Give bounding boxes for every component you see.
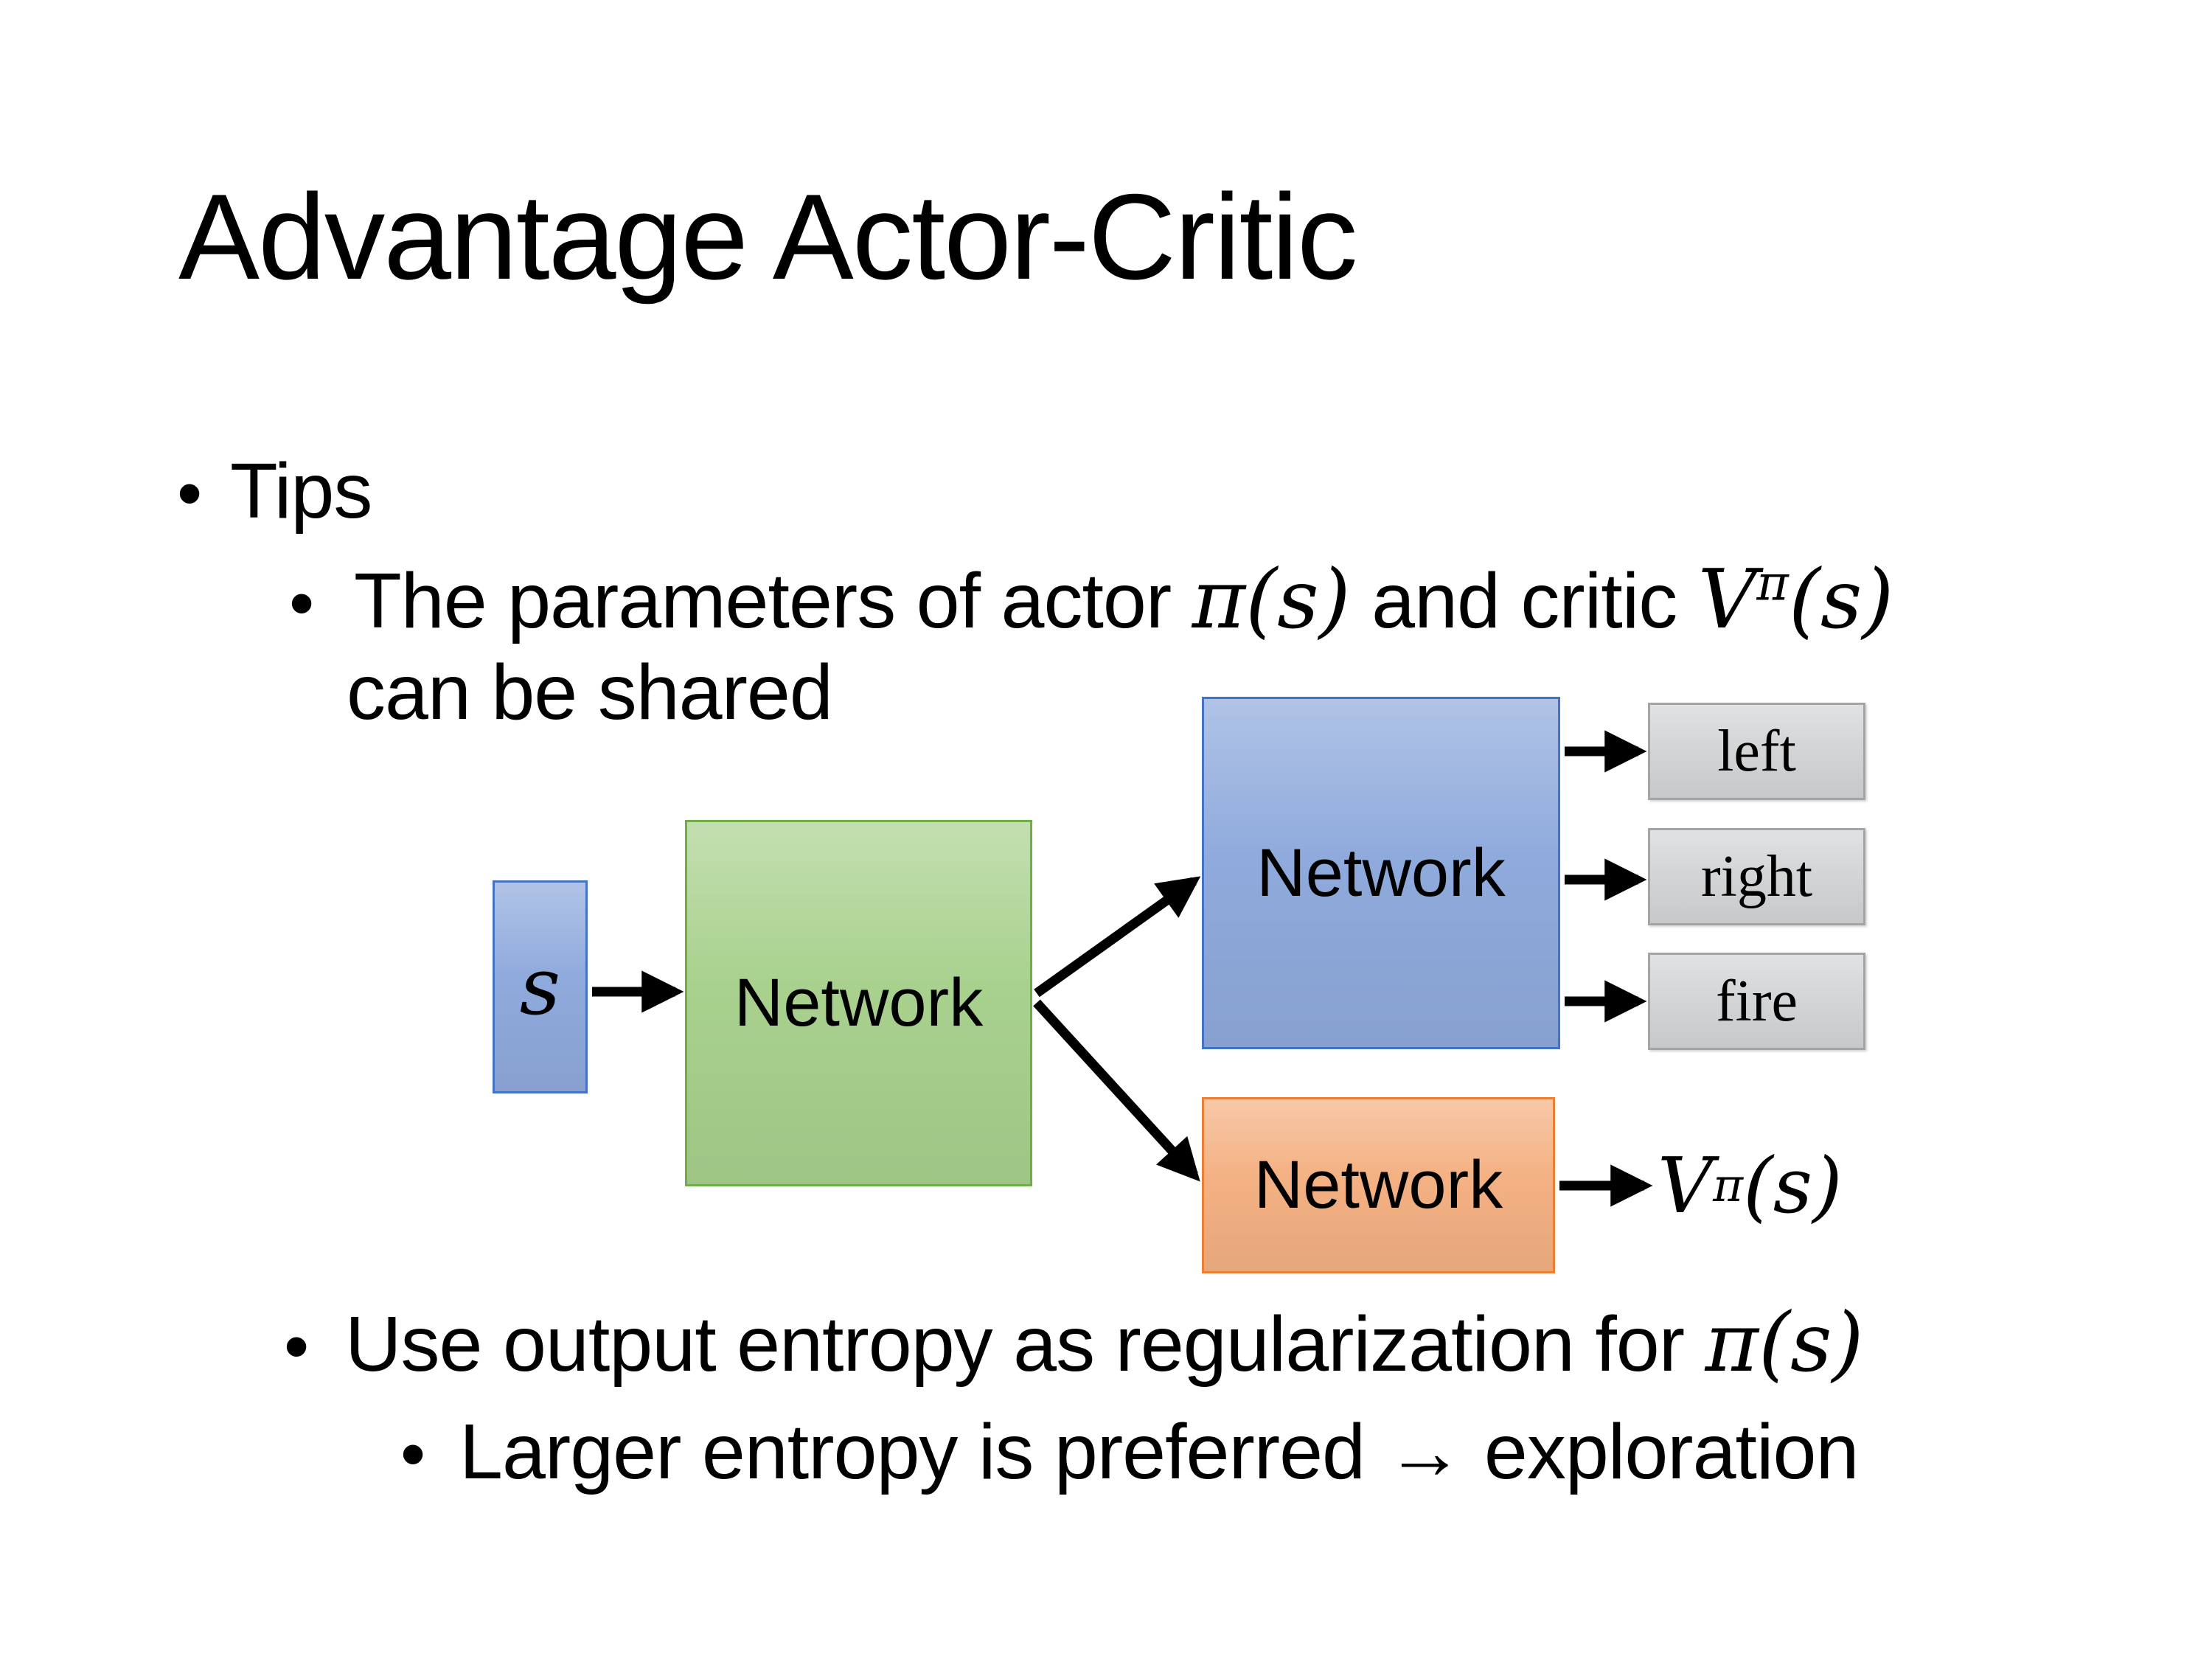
parameters-pre-text: The parameters of actor: [354, 557, 1192, 644]
action-fire-label: fire: [1715, 968, 1798, 1034]
action-box-fire: fire: [1648, 953, 1865, 1050]
bullet-item-entropy: • Use output entropy as regularization fo…: [284, 1296, 1864, 1393]
bullet-icon: •: [289, 563, 314, 643]
critic-network-label: Network: [1253, 1147, 1503, 1222]
shared-network-box: Network: [685, 820, 1032, 1186]
actor-network-box: Network: [1202, 697, 1560, 1049]
entropy-text: Use output entropy as regularization for…: [345, 1296, 1864, 1389]
action-box-left: left: [1648, 703, 1865, 800]
bullet-icon: •: [400, 1413, 425, 1494]
action-right-label: right: [1700, 844, 1813, 909]
state-input-box: s: [493, 880, 588, 1093]
actor-network-label: Network: [1256, 835, 1506, 911]
arrow-shared-to-actor: [1034, 876, 1201, 998]
bullet-icon: •: [284, 1306, 309, 1386]
arrow-shared-to-critic: [1033, 999, 1200, 1182]
entropy-pre-text: Use output entropy as regularization for: [345, 1301, 1705, 1388]
shared-network-label: Network: [734, 965, 984, 1040]
bullet-icon: •: [177, 453, 202, 533]
diagram-arrows: [592, 730, 1653, 1207]
parameters-mid-text: and critic: [1350, 557, 1698, 644]
bullet-item-shared-parameters: • The parameters of actor π(s) and critic…: [289, 553, 1893, 650]
actor-critic-diagram: s Network Network Network left right fir…: [442, 664, 2065, 1327]
exploration-text: Larger entropy is preferred → exploratio…: [459, 1408, 1859, 1495]
action-left-label: left: [1717, 718, 1796, 784]
action-box-right: right: [1648, 828, 1865, 925]
shared-parameters-text: The parameters of actor π(s) and critic …: [354, 553, 1893, 646]
slide-title: Advantage Actor-Critic: [178, 169, 1358, 305]
can-be-shared-text: can be shared: [347, 649, 833, 736]
critic-value-base: V: [1697, 552, 1757, 647]
critic-value-arg: (s): [1788, 552, 1894, 647]
bullet-item-shared-parameters-line2: can be shared: [347, 646, 833, 739]
tips-text: Tips: [230, 448, 372, 535]
bullet-item-exploration: • Larger entropy is preferred → explorati…: [400, 1405, 1859, 1500]
state-input-label: s: [519, 941, 561, 1033]
critic-value-sup: π: [1756, 554, 1789, 612]
bullet-item-tips: • Tips: [177, 445, 372, 540]
entropy-policy-math: π(s): [1705, 1295, 1864, 1390]
critic-value-math: Vπ(s): [1698, 552, 1894, 647]
critic-network-box: Network: [1202, 1097, 1555, 1273]
critic-output-base: V: [1658, 1141, 1714, 1231]
actor-policy-math: π(s): [1192, 552, 1351, 647]
critic-output-arg: (s): [1743, 1141, 1843, 1231]
